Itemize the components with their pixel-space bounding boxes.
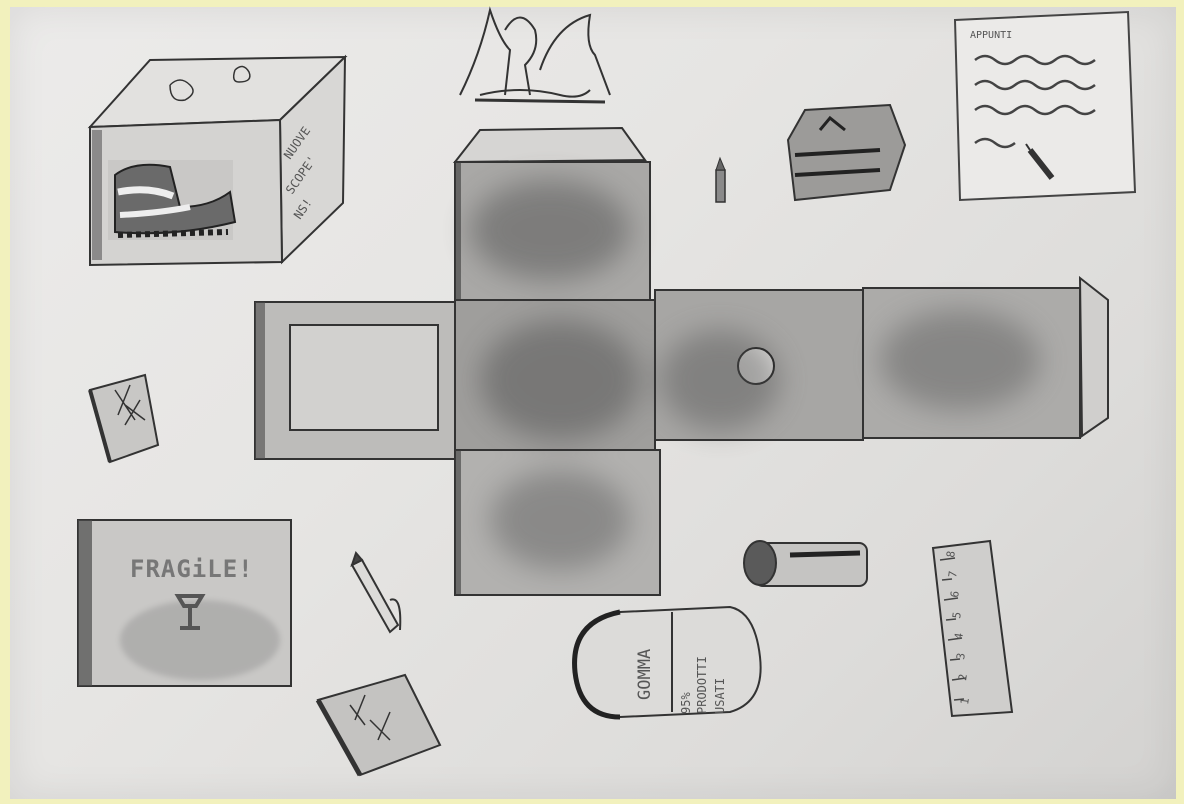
svg-text:95%: 95% bbox=[679, 692, 693, 714]
notes-page: APPUNTI bbox=[955, 12, 1135, 200]
wolves-sketch bbox=[460, 10, 610, 102]
fragile-box: FRAGiLE! bbox=[78, 520, 291, 686]
eraser-front-text: GOMMA bbox=[635, 649, 655, 700]
svg-text:PRODOTTI: PRODOTTI bbox=[695, 656, 709, 714]
cube-sketch: NUOVE SCOPE' NS! bbox=[90, 57, 345, 265]
small-pencil-icon bbox=[716, 158, 725, 202]
svg-text:USATI: USATI bbox=[713, 678, 727, 714]
ruler-sketch: 1 2 3 4 5 6 7 8 bbox=[933, 541, 1012, 716]
notes-title: APPUNTI bbox=[970, 30, 1012, 41]
eraser-sketch: GOMMA 95% PRODOTTI USATI bbox=[575, 607, 761, 717]
pen-icon bbox=[352, 553, 400, 632]
glue-stick-sketch bbox=[744, 541, 867, 586]
suitcase-sketch bbox=[788, 105, 905, 200]
notebook-bottom-sketch bbox=[318, 675, 440, 775]
shoe-icon bbox=[108, 160, 235, 240]
notebook-sketch bbox=[90, 375, 158, 462]
fragile-label: FRAGiLE! bbox=[130, 555, 254, 583]
